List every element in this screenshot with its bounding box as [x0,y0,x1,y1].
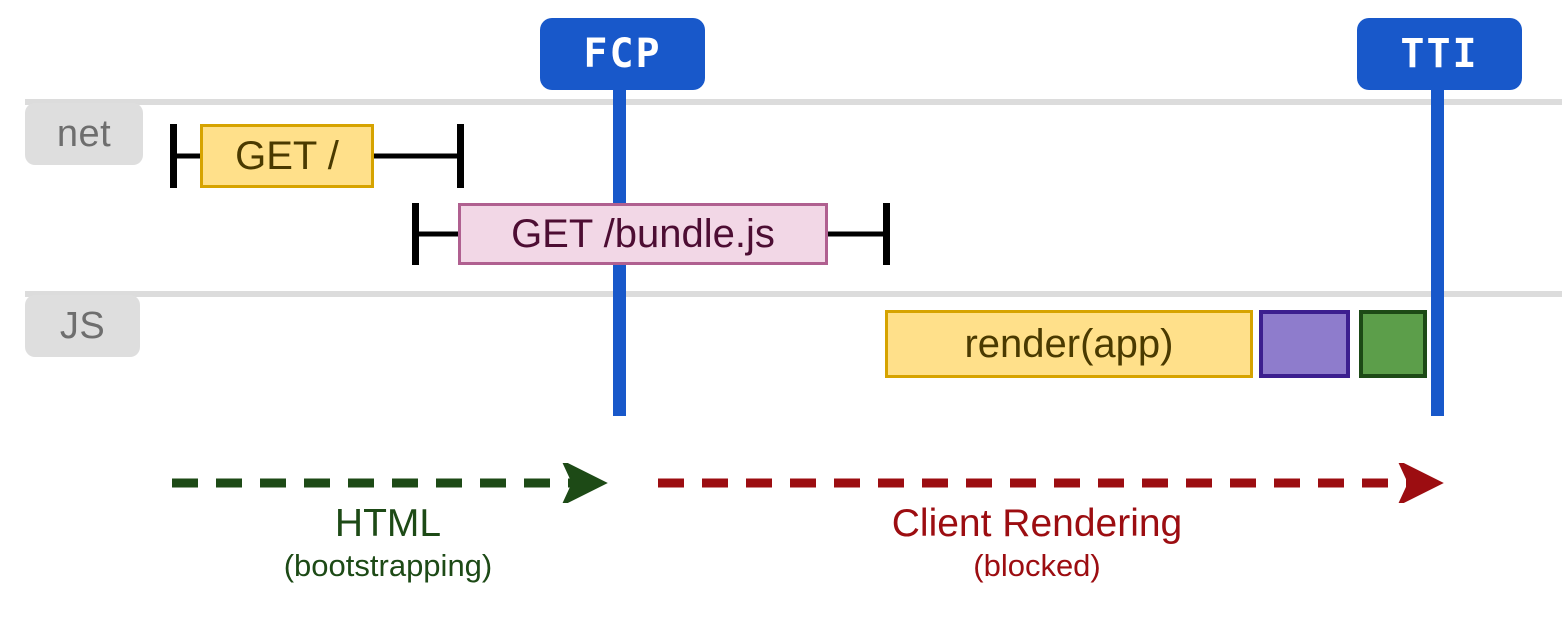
tti-marker-badge[interactable]: TTI [1357,18,1522,90]
get-root-whisker-cap-left [170,124,177,188]
lane-label-net: net [25,103,143,165]
bar-get-root[interactable]: GET / [200,124,374,188]
bar-get-bundle-label: GET /bundle.js [511,212,775,256]
client-rendering-phase-arrow-icon [658,463,1444,503]
bar-get-bundle[interactable]: GET /bundle.js [458,203,828,265]
html-phase-subtitle: (bootstrapping) [283,548,493,584]
bar-render-app-label: render(app) [964,322,1174,366]
get-bundle-whisker-cap-left [412,203,419,265]
fcp-marker-label: FCP [583,31,662,77]
lane-rule-net [25,99,1562,105]
get-root-whisker-cap-right [457,124,464,188]
bar-js-task-purple[interactable] [1259,310,1350,378]
client-rendering-phase-subtitle: (blocked) [973,548,1101,584]
bar-get-root-label: GET / [235,134,339,178]
tti-marker-label: TTI [1400,31,1479,77]
client-rendering-phase-label: Client Rendering (blocked) [256,502,1562,584]
lane-rule-js [25,291,1562,297]
client-rendering-phase-title: Client Rendering [891,502,1183,545]
fcp-marker-badge[interactable]: FCP [540,18,705,90]
lane-label-net-text: net [56,113,112,155]
bar-render-app[interactable]: render(app) [885,310,1253,378]
html-phase-label: HTML (bootstrapping) [0,502,1169,584]
tti-marker-line [1431,84,1444,416]
lane-label-js-text: JS [59,305,106,347]
get-bundle-whisker-cap-right [883,203,890,265]
bar-js-task-green[interactable] [1359,310,1427,378]
lane-label-js: JS [25,295,140,357]
html-phase-title: HTML [334,502,442,545]
html-phase-arrow-icon [172,463,608,503]
